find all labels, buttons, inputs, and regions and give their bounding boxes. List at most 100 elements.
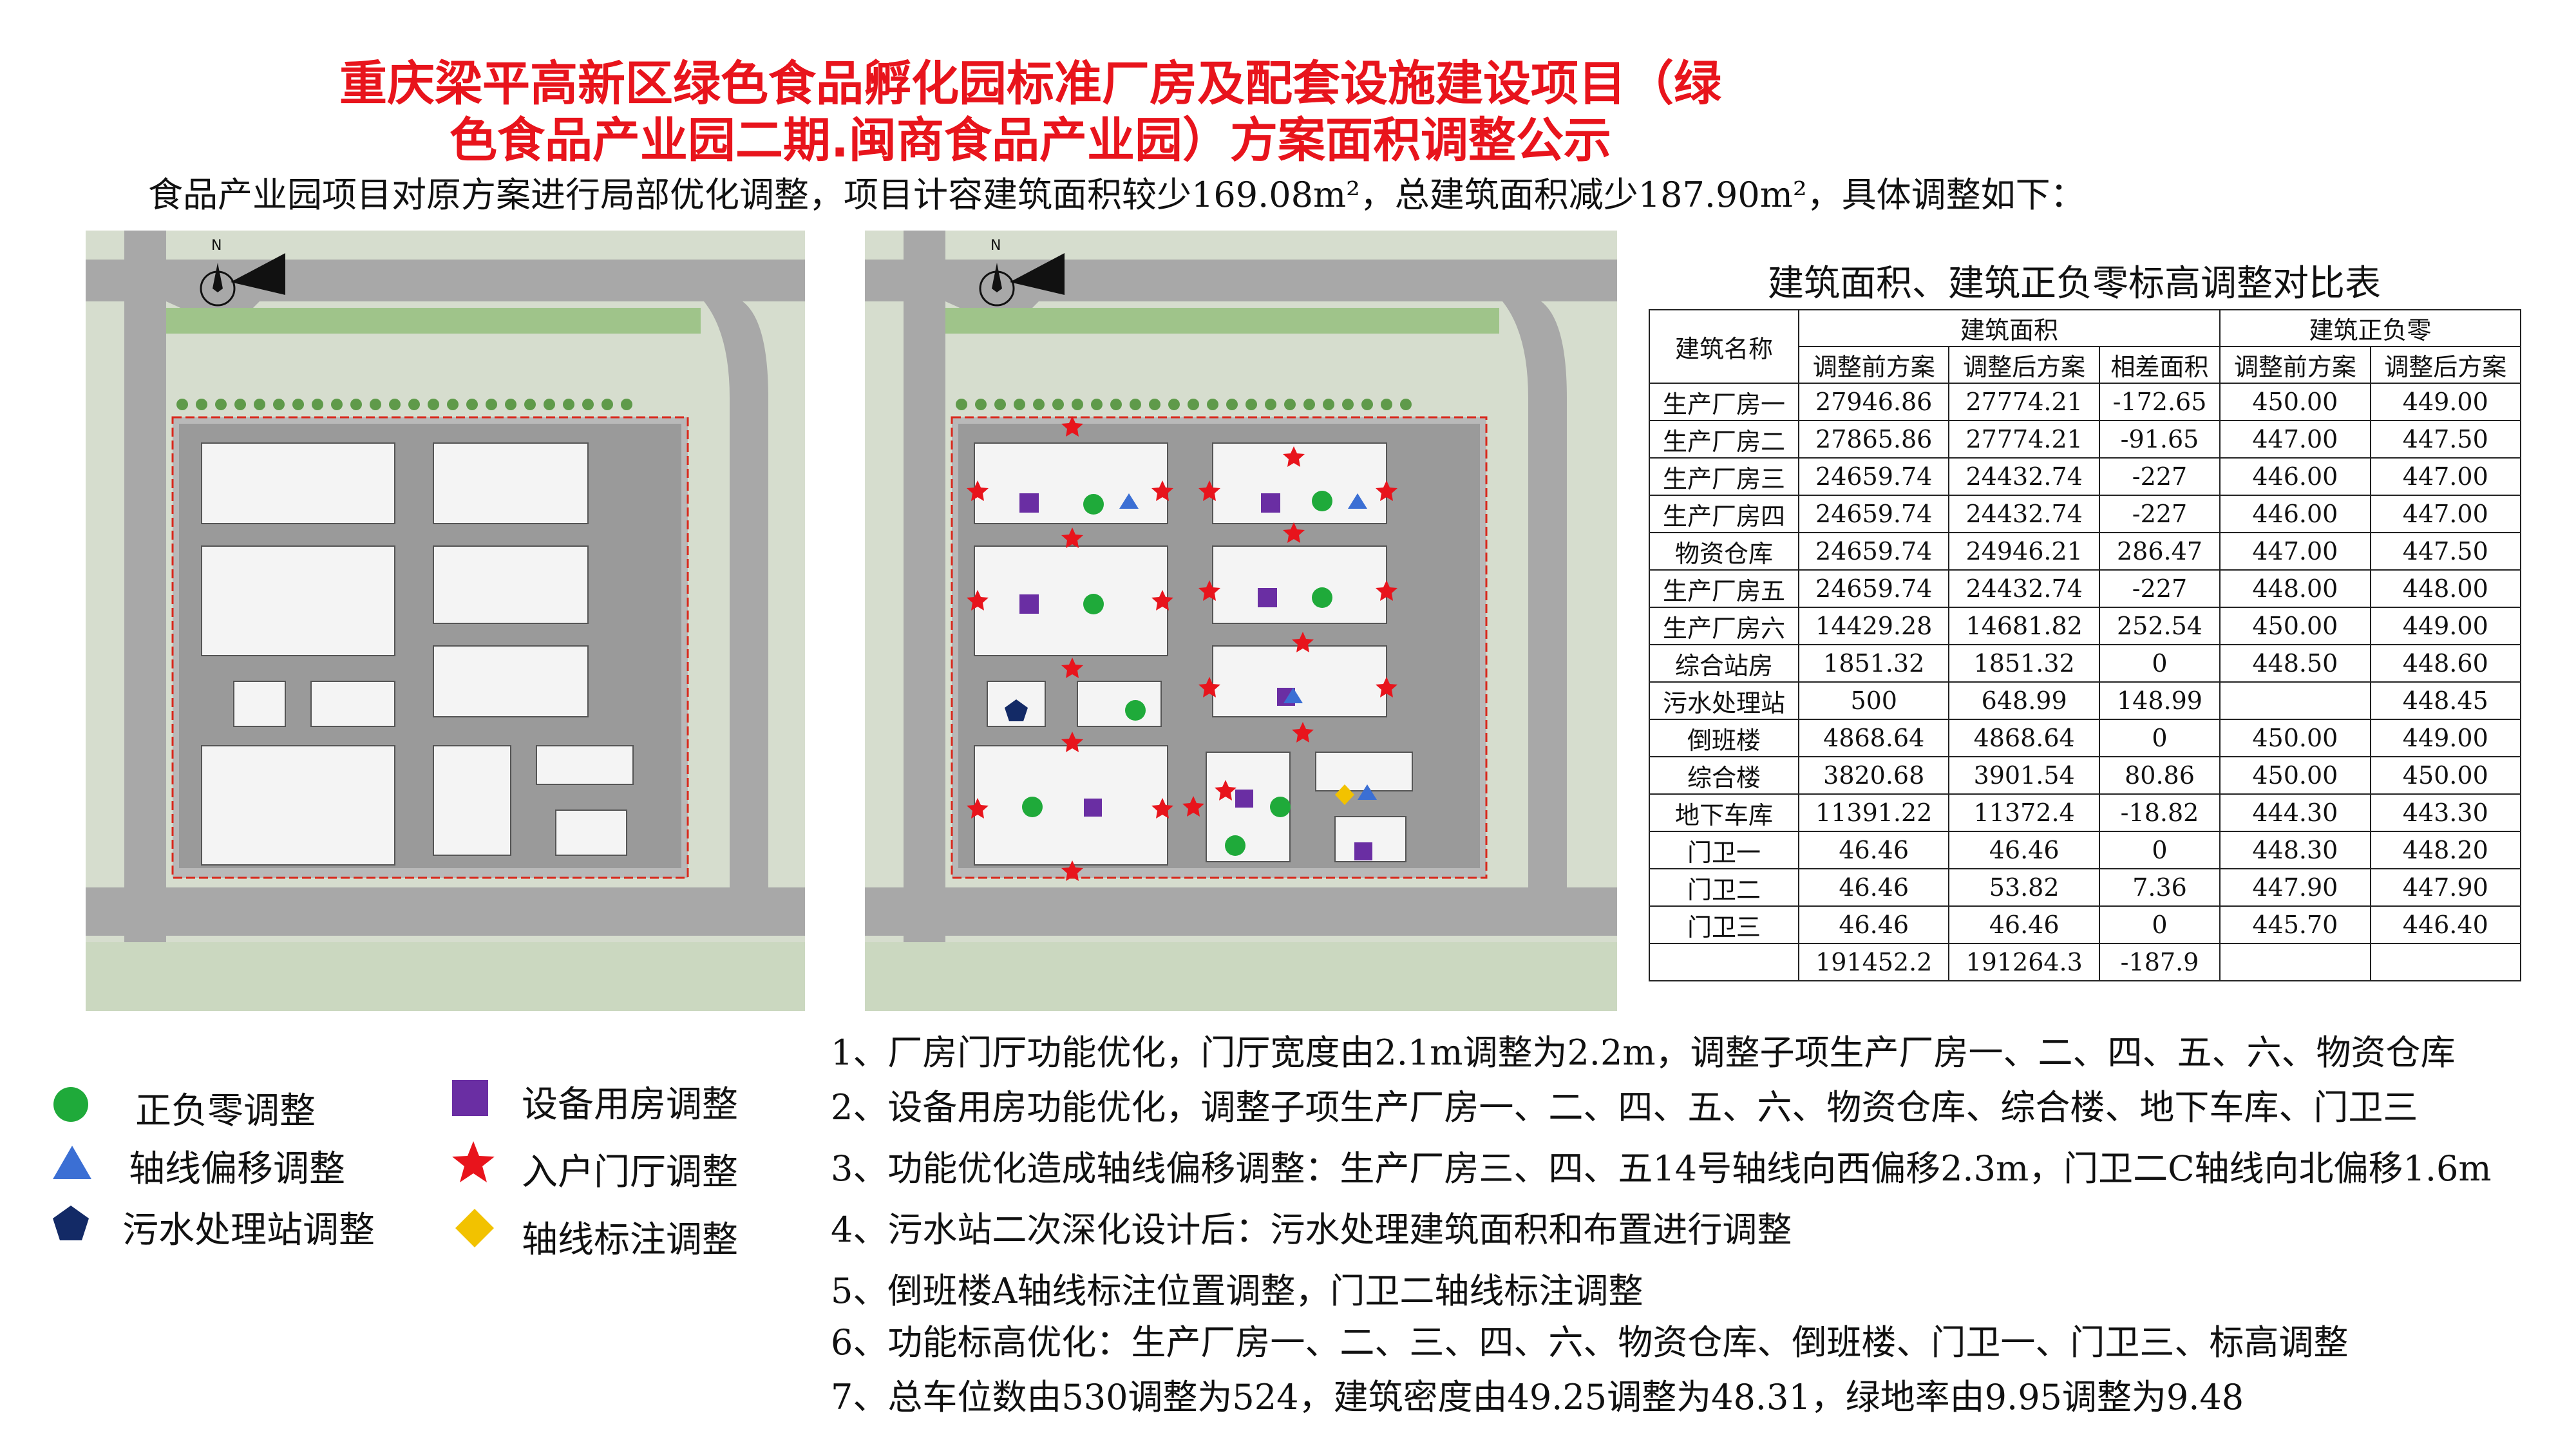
legend-red-star: 入户门厅调整 xyxy=(522,1151,738,1193)
table-cell: 27865.86 xyxy=(1797,420,1950,459)
table-cell: 447.00 xyxy=(2219,532,2371,571)
blue-triangle-icon xyxy=(53,1146,91,1179)
table-cell: 447.90 xyxy=(2219,868,2371,907)
table-cell: 门卫一 xyxy=(1649,831,1799,869)
note-3: 3、功能优化造成轴线偏移调整：生产厂房三、四、五14号轴线向西偏移2.3m，门卫… xyxy=(831,1148,2492,1189)
table-cell: 450.00 xyxy=(2369,756,2522,795)
intro-text: 食品产业园项目对原方案进行局部优化调整，项目计容建筑面积较少169.08m²，总… xyxy=(148,175,2085,215)
table-cell: 443.30 xyxy=(2369,793,2522,832)
col-header-before: 调整前方案 xyxy=(1797,346,1950,384)
legend-green-circle: 正负零调整 xyxy=(135,1090,316,1132)
page-title-line-2: 色食品产业园二期.闽商食品产业园）方案面积调整公示 xyxy=(449,113,1612,168)
table-cell: 80.86 xyxy=(2098,756,2221,795)
table-cell: 46.46 xyxy=(1948,905,2100,944)
table-cell xyxy=(2219,681,2371,720)
table-cell: 生产厂房三 xyxy=(1649,457,1799,496)
table-cell: 450.00 xyxy=(2219,607,2371,645)
table-cell: 1851.32 xyxy=(1948,644,2100,683)
green-circle-markers xyxy=(1022,491,1332,856)
table-cell: 4868.64 xyxy=(1948,719,2100,757)
table-cell: -227 xyxy=(2098,495,2221,533)
table-cell: 24432.74 xyxy=(1948,457,2100,496)
note-1: 1、厂房门厅功能优化，门厅宽度由2.1m调整为2.2m，调整子项生产厂房一、二、… xyxy=(831,1032,2456,1073)
table-cell: 46.46 xyxy=(1797,905,1950,944)
green-circle-icon xyxy=(53,1087,88,1122)
table-cell: 53.82 xyxy=(1948,868,2100,907)
table-cell: 448.50 xyxy=(2219,644,2371,683)
table-cell: -187.9 xyxy=(2098,943,2221,981)
table-cell: -91.65 xyxy=(2098,420,2221,459)
yellow-diamond-icon xyxy=(455,1209,494,1247)
col-header-after: 调整后方案 xyxy=(1948,346,2100,384)
table-cell: 24432.74 xyxy=(1948,569,2100,608)
note-7: 7、总车位数由530调整为524，建筑密度由49.25调整为48.31，绿地率由… xyxy=(831,1377,2244,1417)
table-cell: 447.00 xyxy=(2369,495,2522,533)
table-cell: 3901.54 xyxy=(1948,756,2100,795)
table-cell: 449.00 xyxy=(2369,383,2522,421)
legend-blue-triangle: 轴线偏移调整 xyxy=(129,1148,345,1190)
table-cell: 24659.74 xyxy=(1797,495,1950,533)
table-cell: 252.54 xyxy=(2098,607,2221,645)
table-cell: 1851.32 xyxy=(1797,644,1950,683)
table-cell: 447.00 xyxy=(2219,420,2371,459)
table-cell: 门卫三 xyxy=(1649,905,1799,944)
table-cell: 生产厂房一 xyxy=(1649,383,1799,421)
table-cell: 地下车库 xyxy=(1649,793,1799,832)
table-cell xyxy=(2369,943,2522,981)
legend-yellow-diamond: 轴线标注调整 xyxy=(522,1219,738,1261)
table-cell: 14681.82 xyxy=(1948,607,2100,645)
table-cell: 生产厂房五 xyxy=(1649,569,1799,608)
compass-icon xyxy=(200,253,285,307)
table-cell: -18.82 xyxy=(2098,793,2221,832)
purple-square-icon xyxy=(452,1080,488,1116)
table-cell: 11391.22 xyxy=(1797,793,1950,832)
table-cell: 生产厂房四 xyxy=(1649,495,1799,533)
table-cell: 449.00 xyxy=(2369,719,2522,757)
table-cell: 447.50 xyxy=(2369,532,2522,571)
table-cell: 446.00 xyxy=(2219,495,2371,533)
table-cell: 447.50 xyxy=(2369,420,2522,459)
table-cell: 446.40 xyxy=(2369,905,2522,944)
site-plan-adjusted: N xyxy=(865,231,1617,1011)
table-cell: 27946.86 xyxy=(1797,383,1950,421)
compass-label: N xyxy=(990,238,1001,254)
site-plan-original-drawing: N xyxy=(86,231,805,1011)
table-cell: 449.00 xyxy=(2369,607,2522,645)
table-cell: 门卫二 xyxy=(1649,868,1799,907)
compass-label: N xyxy=(211,238,222,254)
table-cell: 446.00 xyxy=(2219,457,2371,496)
table-cell: 46.46 xyxy=(1948,831,2100,869)
table-cell: 3820.68 xyxy=(1797,756,1950,795)
col-header-elev-before: 调整前方案 xyxy=(2219,346,2371,384)
page-title-line-1: 重庆梁平高新区绿色食品孵化园标准厂房及配套设施建设项目（绿 xyxy=(339,56,1721,111)
col-header-elev-after: 调整后方案 xyxy=(2369,346,2522,384)
table-cell: 27774.21 xyxy=(1948,383,2100,421)
table-cell: 0 xyxy=(2098,644,2221,683)
table-cell: 0 xyxy=(2098,905,2221,944)
table-cell: 447.90 xyxy=(2369,868,2522,907)
site-plan-adjusted-drawing: N xyxy=(865,231,1617,1011)
note-2: 2、设备用房功能优化，调整子项生产厂房一、二、四、五、六、物资仓库、综合楼、地下… xyxy=(831,1087,2418,1128)
note-6: 6、功能标高优化：生产厂房一、二、三、四、六、物资仓库、倒班楼、门卫一、门卫三、… xyxy=(831,1322,2349,1363)
table-cell: 191264.3 xyxy=(1948,943,2100,981)
legend-purple-square: 设备用房调整 xyxy=(522,1084,738,1126)
table-cell: 444.30 xyxy=(2219,793,2371,832)
table-cell: 综合楼 xyxy=(1649,756,1799,795)
table-cell: 生产厂房二 xyxy=(1649,420,1799,459)
table-cell: 综合站房 xyxy=(1649,644,1799,683)
table-cell: 24659.74 xyxy=(1797,532,1950,571)
blue-triangle-markers xyxy=(1119,493,1377,800)
table-cell: 11372.4 xyxy=(1948,793,2100,832)
table-cell: 500 xyxy=(1797,681,1950,720)
table-cell: 448.30 xyxy=(2219,831,2371,869)
